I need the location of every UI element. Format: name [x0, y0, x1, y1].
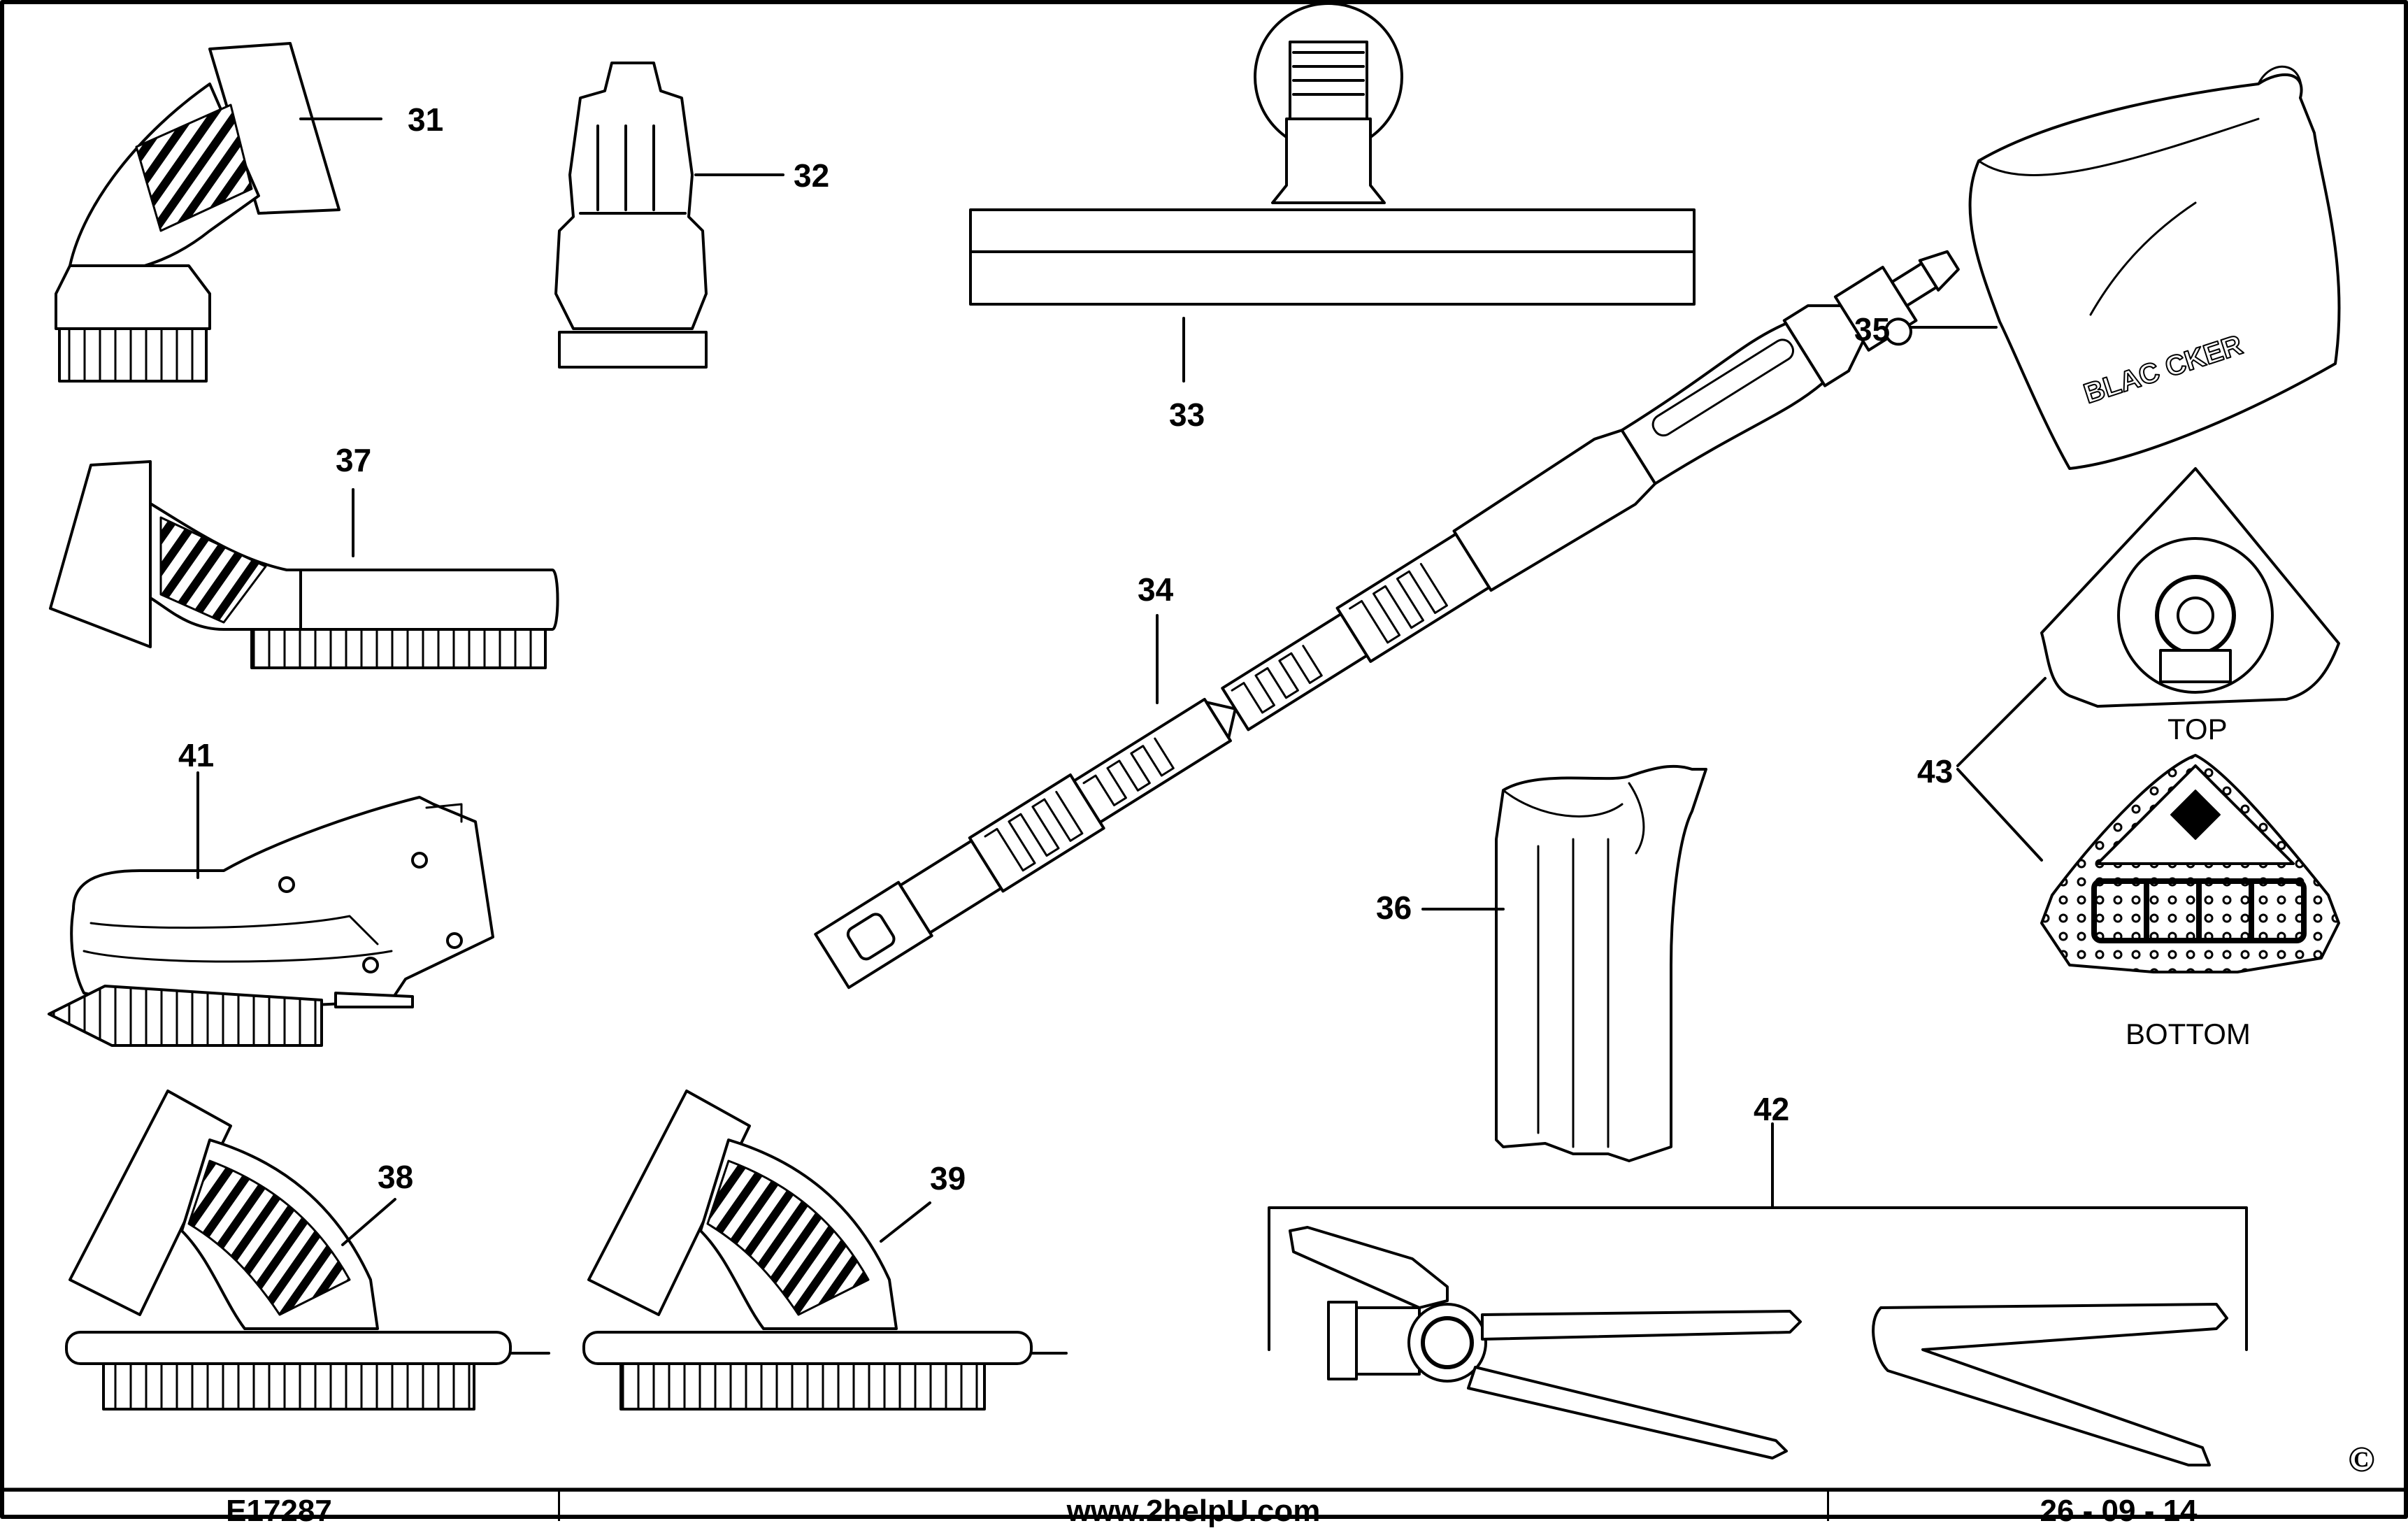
callout-36: 36	[1376, 890, 1412, 926]
callout-37: 37	[336, 442, 372, 478]
part-32-connector	[554, 62, 784, 369]
part-37-inline-brush	[49, 460, 559, 669]
part-39-deck-brush	[582, 1090, 1068, 1411]
part-36-bottle	[1421, 764, 1707, 1162]
callout-43: 43	[1917, 753, 1954, 790]
callout-38: 38	[378, 1159, 414, 1195]
callout-32: 32	[794, 157, 830, 194]
leader-43-top	[1956, 677, 2047, 767]
footer-divider-left	[558, 1492, 560, 1521]
part-41-scrub-brush	[48, 771, 494, 1047]
part-33-squeegee	[969, 2, 1696, 383]
leader-43-bottom	[1956, 768, 2043, 862]
label-bottom: BOTTOM	[2126, 1018, 2251, 1050]
copyright-symbol: ©	[2348, 1440, 2375, 1480]
footer-website: www.2helpU.com	[1066, 1494, 1321, 1528]
callout-31: 31	[408, 101, 444, 138]
footer-part-code: E17287	[226, 1494, 332, 1528]
callout-39: 39	[930, 1160, 966, 1197]
footer-date: 26 - 09 - 14	[2040, 1494, 2198, 1528]
callout-35: 35	[1854, 311, 1891, 348]
callout-34: 34	[1138, 571, 1174, 608]
label-top: TOP	[2167, 713, 2228, 745]
callout-42: 42	[1754, 1091, 1790, 1127]
part-38-deck-brush	[65, 1090, 550, 1411]
footer-bar: E17287 www.2helpU.com 26 - 09 - 14	[0, 1490, 2408, 1527]
part-43-pad-top	[2040, 467, 2340, 708]
part-43-pad-bottom	[2040, 754, 2340, 973]
callout-41: 41	[178, 737, 215, 773]
part-34-extension-lance	[814, 250, 1960, 990]
footer-divider-right	[1827, 1492, 1829, 1521]
part-35-storage-bag	[1900, 65, 2341, 470]
part-31-angled-adapter	[55, 42, 382, 383]
part-42-spray-gun	[1268, 1122, 2248, 1466]
callout-33: 33	[1169, 397, 1205, 433]
